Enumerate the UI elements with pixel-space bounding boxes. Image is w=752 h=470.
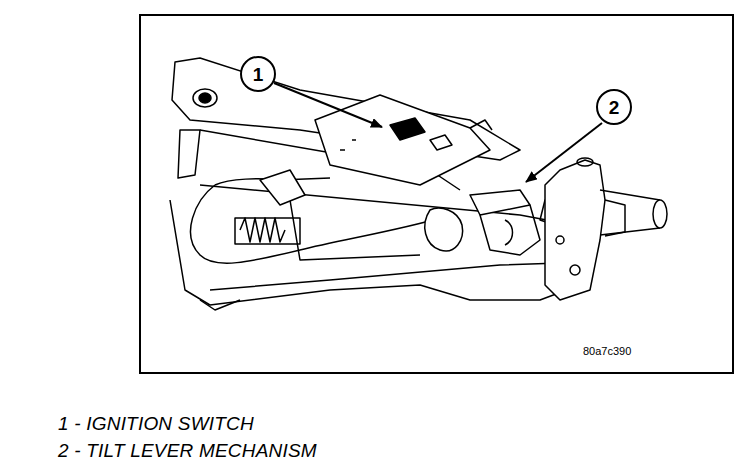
legend-caption: 2 - TILT LEVER MECHANISM (58, 440, 317, 462)
callout-circle: 1 (240, 56, 276, 92)
callout-number: 1 (253, 65, 264, 84)
callout-number: 2 (609, 98, 620, 117)
callout-circle: 2 (596, 89, 632, 125)
drawing-code: 80a7c390 (581, 345, 633, 357)
figure-frame (140, 15, 733, 373)
legend-caption: 1 - IGNITION SWITCH (58, 413, 254, 435)
column-drawing (170, 58, 667, 310)
